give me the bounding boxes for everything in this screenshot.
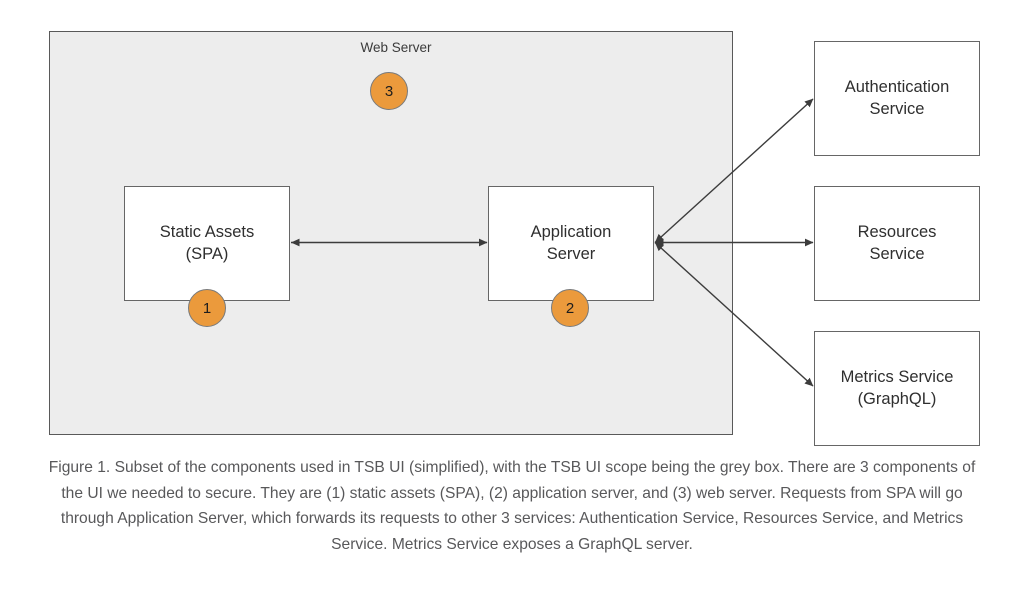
badge-web-server: 3 xyxy=(370,72,408,110)
node-metrics-service[interactable]: Metrics Service (GraphQL) xyxy=(814,331,980,446)
badge-static-assets: 1 xyxy=(188,289,226,327)
figure-caption: Figure 1. Subset of the components used … xyxy=(48,459,976,553)
node-application-server[interactable]: Application Server xyxy=(488,186,654,301)
badge-web-server-number: 3 xyxy=(384,82,394,100)
node-resources-service[interactable]: Resources Service xyxy=(814,186,980,301)
node-authentication-service-label: Authentication Service xyxy=(844,77,950,118)
node-resources-service-label: Resources Service xyxy=(857,222,937,263)
node-static-assets[interactable]: Static Assets (SPA) xyxy=(124,186,290,301)
node-static-assets-label: Static Assets (SPA) xyxy=(159,222,255,263)
badge-application-server: 2 xyxy=(551,289,589,327)
node-application-server-label: Application Server xyxy=(530,222,612,263)
node-authentication-service[interactable]: Authentication Service xyxy=(814,41,980,156)
web-server-scope-label: Web Server xyxy=(360,40,432,55)
node-metrics-service-label: Metrics Service (GraphQL) xyxy=(840,367,954,408)
badge-application-server-number: 2 xyxy=(565,299,575,317)
badge-static-assets-number: 1 xyxy=(202,299,212,317)
